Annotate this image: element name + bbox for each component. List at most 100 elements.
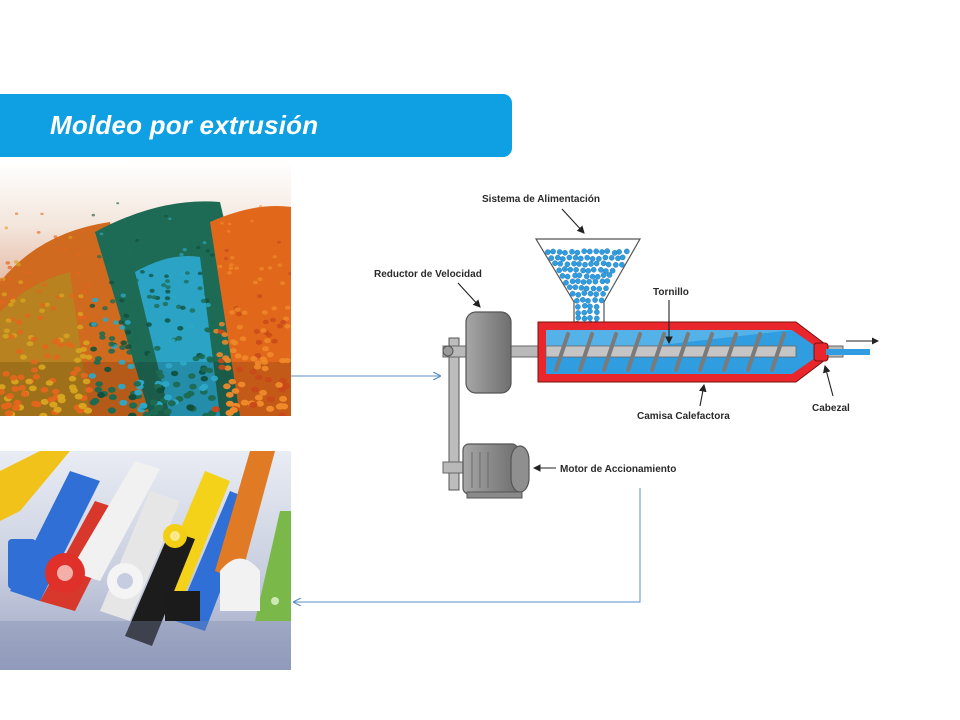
pellet <box>578 255 584 262</box>
pellet-grain <box>43 353 51 359</box>
pellet-grain <box>0 300 5 305</box>
pellet-grain <box>108 348 115 354</box>
pellet-grain <box>188 373 196 379</box>
pellet-grain <box>30 336 37 342</box>
pellet-grain <box>240 399 249 406</box>
pellet-grain <box>164 394 172 401</box>
pellet <box>574 297 580 304</box>
pellet-grain <box>119 345 126 350</box>
pellet-grain <box>39 412 48 416</box>
pellet-grain <box>177 326 184 331</box>
pellet-grain <box>276 240 281 244</box>
pellet <box>580 279 587 285</box>
pellet-grain <box>218 364 226 370</box>
extrusion-screw <box>545 332 797 372</box>
pellet-grain <box>19 354 27 360</box>
pellet-grain <box>261 359 269 365</box>
pellet-grain <box>112 320 119 325</box>
pellet-grain <box>206 356 214 362</box>
pellet-grain <box>277 263 283 267</box>
pellet-grain <box>91 322 98 327</box>
pellet <box>619 254 626 261</box>
pellet-grain <box>221 332 228 338</box>
pellet-grain <box>53 406 62 413</box>
title-bar: Moldeo por extrusión <box>0 94 512 157</box>
pellet-grain <box>186 404 195 411</box>
pellet-grain <box>165 285 171 289</box>
pellet-grain <box>230 256 235 260</box>
pellet-grain <box>266 352 274 358</box>
pellet-grain <box>279 377 287 384</box>
pellet-grain <box>57 393 66 400</box>
screw-flight <box>602 332 618 372</box>
label-heating-jacket: Camisa Calefactora <box>637 411 730 422</box>
pellet <box>576 261 582 267</box>
pellet <box>587 315 593 321</box>
pellet <box>566 254 573 261</box>
pellet-grain <box>30 359 38 365</box>
pellet <box>587 303 593 310</box>
pellet-grain <box>44 302 50 307</box>
pellet-grain <box>75 348 83 354</box>
pellet-grain <box>223 256 229 261</box>
pellet-grain <box>40 212 44 216</box>
pellet-grain <box>262 346 269 352</box>
pellet-grain <box>154 345 161 351</box>
pellet <box>578 284 585 291</box>
pellet <box>616 249 622 255</box>
pellet <box>567 266 574 273</box>
pellet-grain <box>77 324 84 330</box>
pellet-grain <box>79 353 87 359</box>
pellet-grain <box>120 293 127 298</box>
pellet-grain <box>119 399 128 406</box>
pellet-grain <box>142 411 152 416</box>
pellet-grain <box>271 306 278 311</box>
pellet-grain <box>282 383 291 389</box>
pellet-grain <box>272 255 277 259</box>
pellet-grain <box>280 319 287 325</box>
pellet-grain <box>87 228 92 231</box>
pellet-grain <box>132 298 138 303</box>
pellet-grain <box>39 308 45 313</box>
pellet-grain <box>250 356 258 362</box>
pellet-grain <box>133 336 140 341</box>
pellet-grain <box>85 387 93 393</box>
plastic-pellets-photo <box>0 162 291 416</box>
pellet <box>556 267 563 274</box>
pellet-grain <box>264 338 271 344</box>
pellet-grain <box>225 400 234 407</box>
pellet-grain <box>255 374 263 381</box>
pellet-grain <box>10 298 16 304</box>
pellet-grain <box>179 252 184 257</box>
pellet-grain <box>108 341 115 347</box>
pellet-grain <box>25 378 33 385</box>
pellet-grain <box>229 339 237 344</box>
pellet-grain <box>148 273 154 278</box>
pellet-grain <box>133 381 142 387</box>
pellet <box>590 266 597 273</box>
pellet-grain <box>128 412 137 416</box>
pellet-grain <box>0 388 5 395</box>
pellet-grain <box>50 306 57 311</box>
pellet-grain <box>108 394 117 401</box>
pellet-grain <box>275 382 283 388</box>
pellet-grain <box>266 405 275 412</box>
pellet-grain <box>135 254 140 258</box>
pellet-grain <box>179 360 187 366</box>
pellet-grain <box>192 356 200 362</box>
pellet-grain <box>260 328 267 333</box>
screw-flight <box>626 332 642 372</box>
pellet-grain <box>276 323 283 329</box>
pellet <box>600 290 606 297</box>
pellet-grain <box>153 404 163 412</box>
pellet-grain <box>107 386 116 393</box>
pellet-grain <box>259 205 263 208</box>
pellet <box>608 254 615 261</box>
pellet-grain <box>230 348 237 354</box>
pellet <box>580 267 586 274</box>
pellet-grain <box>40 398 49 405</box>
pellet-grain <box>267 266 273 270</box>
pellet <box>593 248 600 255</box>
pellet <box>598 297 605 304</box>
pellet <box>587 290 594 297</box>
